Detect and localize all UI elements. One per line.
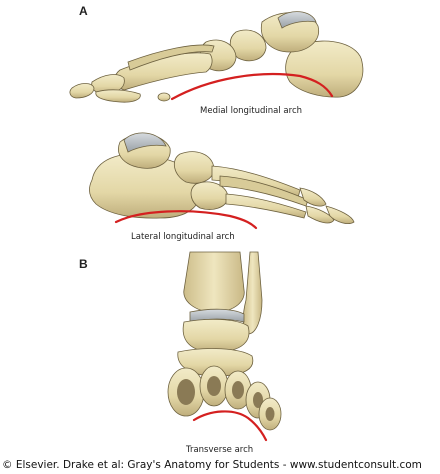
copyright-footer: © Elsevier. Drake et al: Gray's Anatomy …: [2, 459, 422, 471]
transverse-arch-label: Transverse arch: [186, 445, 254, 455]
medial-arch-label: Medial longitudinal arch: [200, 106, 303, 116]
anterior-foot-bones: [167, 251, 282, 431]
medial-arch-line: [170, 73, 334, 101]
panel-b-letter: B: [79, 257, 88, 271]
lateral-foot-bones: [88, 132, 355, 224]
lateral-arch-line: [114, 210, 258, 230]
metatarsal-cross-sections: [167, 365, 282, 431]
panel-a-letter: A: [79, 4, 88, 18]
lateral-arch-label: Lateral longitudinal arch: [131, 232, 235, 242]
transverse-arch-line: [192, 410, 268, 442]
medial-foot-bones: [69, 11, 364, 103]
